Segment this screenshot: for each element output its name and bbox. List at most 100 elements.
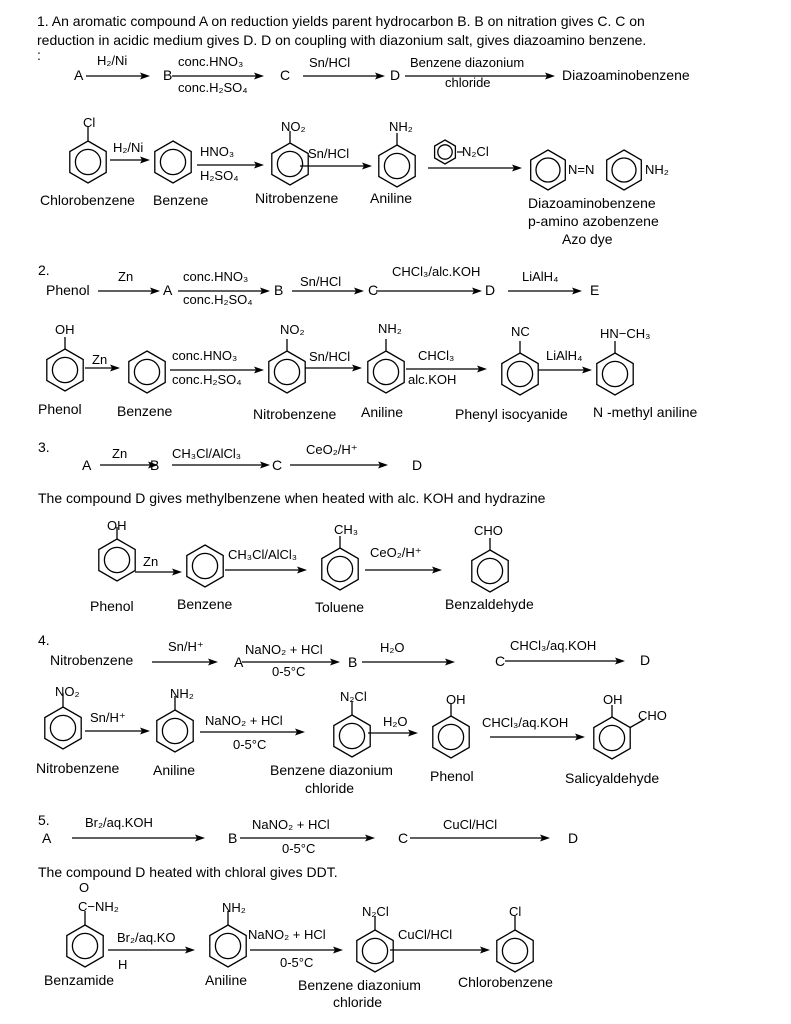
structure-label: Nitrobenzene <box>255 190 339 206</box>
substituent: NO₂ <box>55 684 80 699</box>
arrowhead-icon <box>375 72 385 80</box>
structure-label: Toluene <box>315 599 365 615</box>
benzene-ring-icon <box>501 352 539 396</box>
colon: : <box>37 47 41 63</box>
reagent: H₂/Ni <box>97 53 128 68</box>
benzene-ring-icon <box>98 538 136 582</box>
question-1-text-line1: 1. An aromatic compound A on reduction y… <box>37 13 645 29</box>
arrowhead-icon <box>582 366 592 374</box>
substituent: NO₂ <box>281 119 306 134</box>
arrowhead-icon <box>208 658 218 666</box>
structure-label: N -methyl aniline <box>593 404 698 420</box>
reagent: CH₃Cl/AlCl₃ <box>172 446 242 461</box>
reagent: 0-5°C <box>282 841 316 856</box>
benzene-ring-icon <box>471 549 509 593</box>
substituent: Cl <box>509 904 522 919</box>
reagent: H <box>118 957 128 972</box>
substituent: CH₃ <box>334 522 359 537</box>
structure-label: Phenol <box>430 768 474 784</box>
arrowhead-icon <box>260 287 270 295</box>
reagent: NaNO₂ + HCl <box>245 642 323 657</box>
compound-b: B <box>150 457 160 473</box>
substituent: O <box>79 880 90 895</box>
structure-label: Aniline <box>205 972 248 988</box>
arrowhead-icon <box>172 568 182 576</box>
compound: Nitrobenzene <box>50 652 134 668</box>
reagent: LiAlH₄ <box>522 269 559 284</box>
reagent: Sn/H⁺ <box>90 710 126 725</box>
question-5-sentence: The compound D heated with chloral gives… <box>38 864 338 880</box>
arrowhead-icon <box>408 729 418 737</box>
substituent: OH <box>446 692 466 707</box>
compound-d: D <box>485 282 496 298</box>
reagent: CH₃Cl/AlCl₃ <box>228 547 298 562</box>
substituent: OH <box>107 518 127 533</box>
reagent: 0-5°C <box>272 664 306 679</box>
reagent: conc.HNO₃ <box>183 269 249 284</box>
structure-label: Benzene <box>153 192 209 208</box>
reagent: conc.H₂SO₄ <box>183 292 253 307</box>
arrowhead-icon <box>575 733 585 741</box>
arrowhead-icon <box>362 162 372 170</box>
arrowhead-icon <box>354 287 364 295</box>
arrowhead-icon <box>480 946 490 954</box>
bond-line <box>629 718 645 729</box>
compound-a: A <box>234 654 244 670</box>
arrowhead-icon <box>295 728 305 736</box>
structure-label: Aniline <box>153 762 196 778</box>
reagent: H₂/Ni <box>113 140 144 155</box>
compound-b: B <box>348 654 358 670</box>
substituent: NO₂ <box>280 322 305 337</box>
benzene-ring-icon <box>433 139 457 165</box>
structure-label: Benzene diazonium <box>298 977 421 993</box>
reagent: H₂O <box>383 714 408 729</box>
reagent: alc.KOH <box>408 372 457 387</box>
reagent: Sn/HCl <box>308 146 350 161</box>
benzene-ring-icon <box>333 714 371 758</box>
benzene-ring-icon <box>367 350 405 394</box>
compound-d: D <box>640 652 651 668</box>
compound: Phenol <box>46 282 90 298</box>
reagent: conc.HNO₃ <box>172 348 238 363</box>
compound-c: C <box>280 67 291 83</box>
arrowhead-icon <box>472 287 482 295</box>
structure-label: Diazoaminobenzene <box>528 195 656 211</box>
reagent: HNO₃ <box>200 144 235 159</box>
reagent: Br₂/aq.KOH <box>85 815 153 830</box>
compound-b: B <box>163 67 173 83</box>
question-number: 2. <box>38 262 50 278</box>
substituent: NH₂ <box>389 119 413 134</box>
benzene-ring-icon <box>46 348 84 392</box>
reagent: NaNO₂ + HCl <box>252 817 330 832</box>
reagent: Zn <box>118 269 134 284</box>
question-number: 5. <box>38 812 50 828</box>
structure-label: Chlorobenzene <box>458 974 553 990</box>
arrowhead-icon <box>260 461 270 469</box>
benzene-ring-icon <box>156 709 194 753</box>
arrowhead-icon <box>378 461 388 469</box>
compound-a: A <box>74 67 84 83</box>
reagent: Br₂/aq.KO <box>117 930 176 945</box>
benzene-ring-icon <box>186 544 224 588</box>
arrowhead-icon <box>477 365 487 373</box>
arrowhead-icon <box>254 161 264 169</box>
arrowhead-icon <box>185 946 195 954</box>
arrowhead-icon <box>330 658 340 666</box>
reagent: Sn/H⁺ <box>168 639 204 654</box>
question-3-sentence: The compound D gives methylbenzene when … <box>38 490 546 506</box>
reagent: conc.H₂SO₄ <box>178 80 248 95</box>
reagent: CuCl/HCl <box>398 927 453 942</box>
arrowhead-icon <box>512 164 522 172</box>
arrowhead-icon <box>615 657 625 665</box>
compound-b: B <box>274 282 284 298</box>
structure-label: Benzene diazonium <box>270 762 393 778</box>
substituent: N₂Cl <box>462 144 489 159</box>
arrowhead-icon <box>150 287 160 295</box>
reagent: Sn/HCl <box>300 274 342 289</box>
benzene-ring-icon <box>596 352 634 396</box>
reagent: Zn <box>112 446 128 461</box>
structure-label: Salicyaldehyde <box>565 770 660 786</box>
substituent: OH <box>603 692 623 707</box>
reagent: 0-5°C <box>280 955 314 970</box>
